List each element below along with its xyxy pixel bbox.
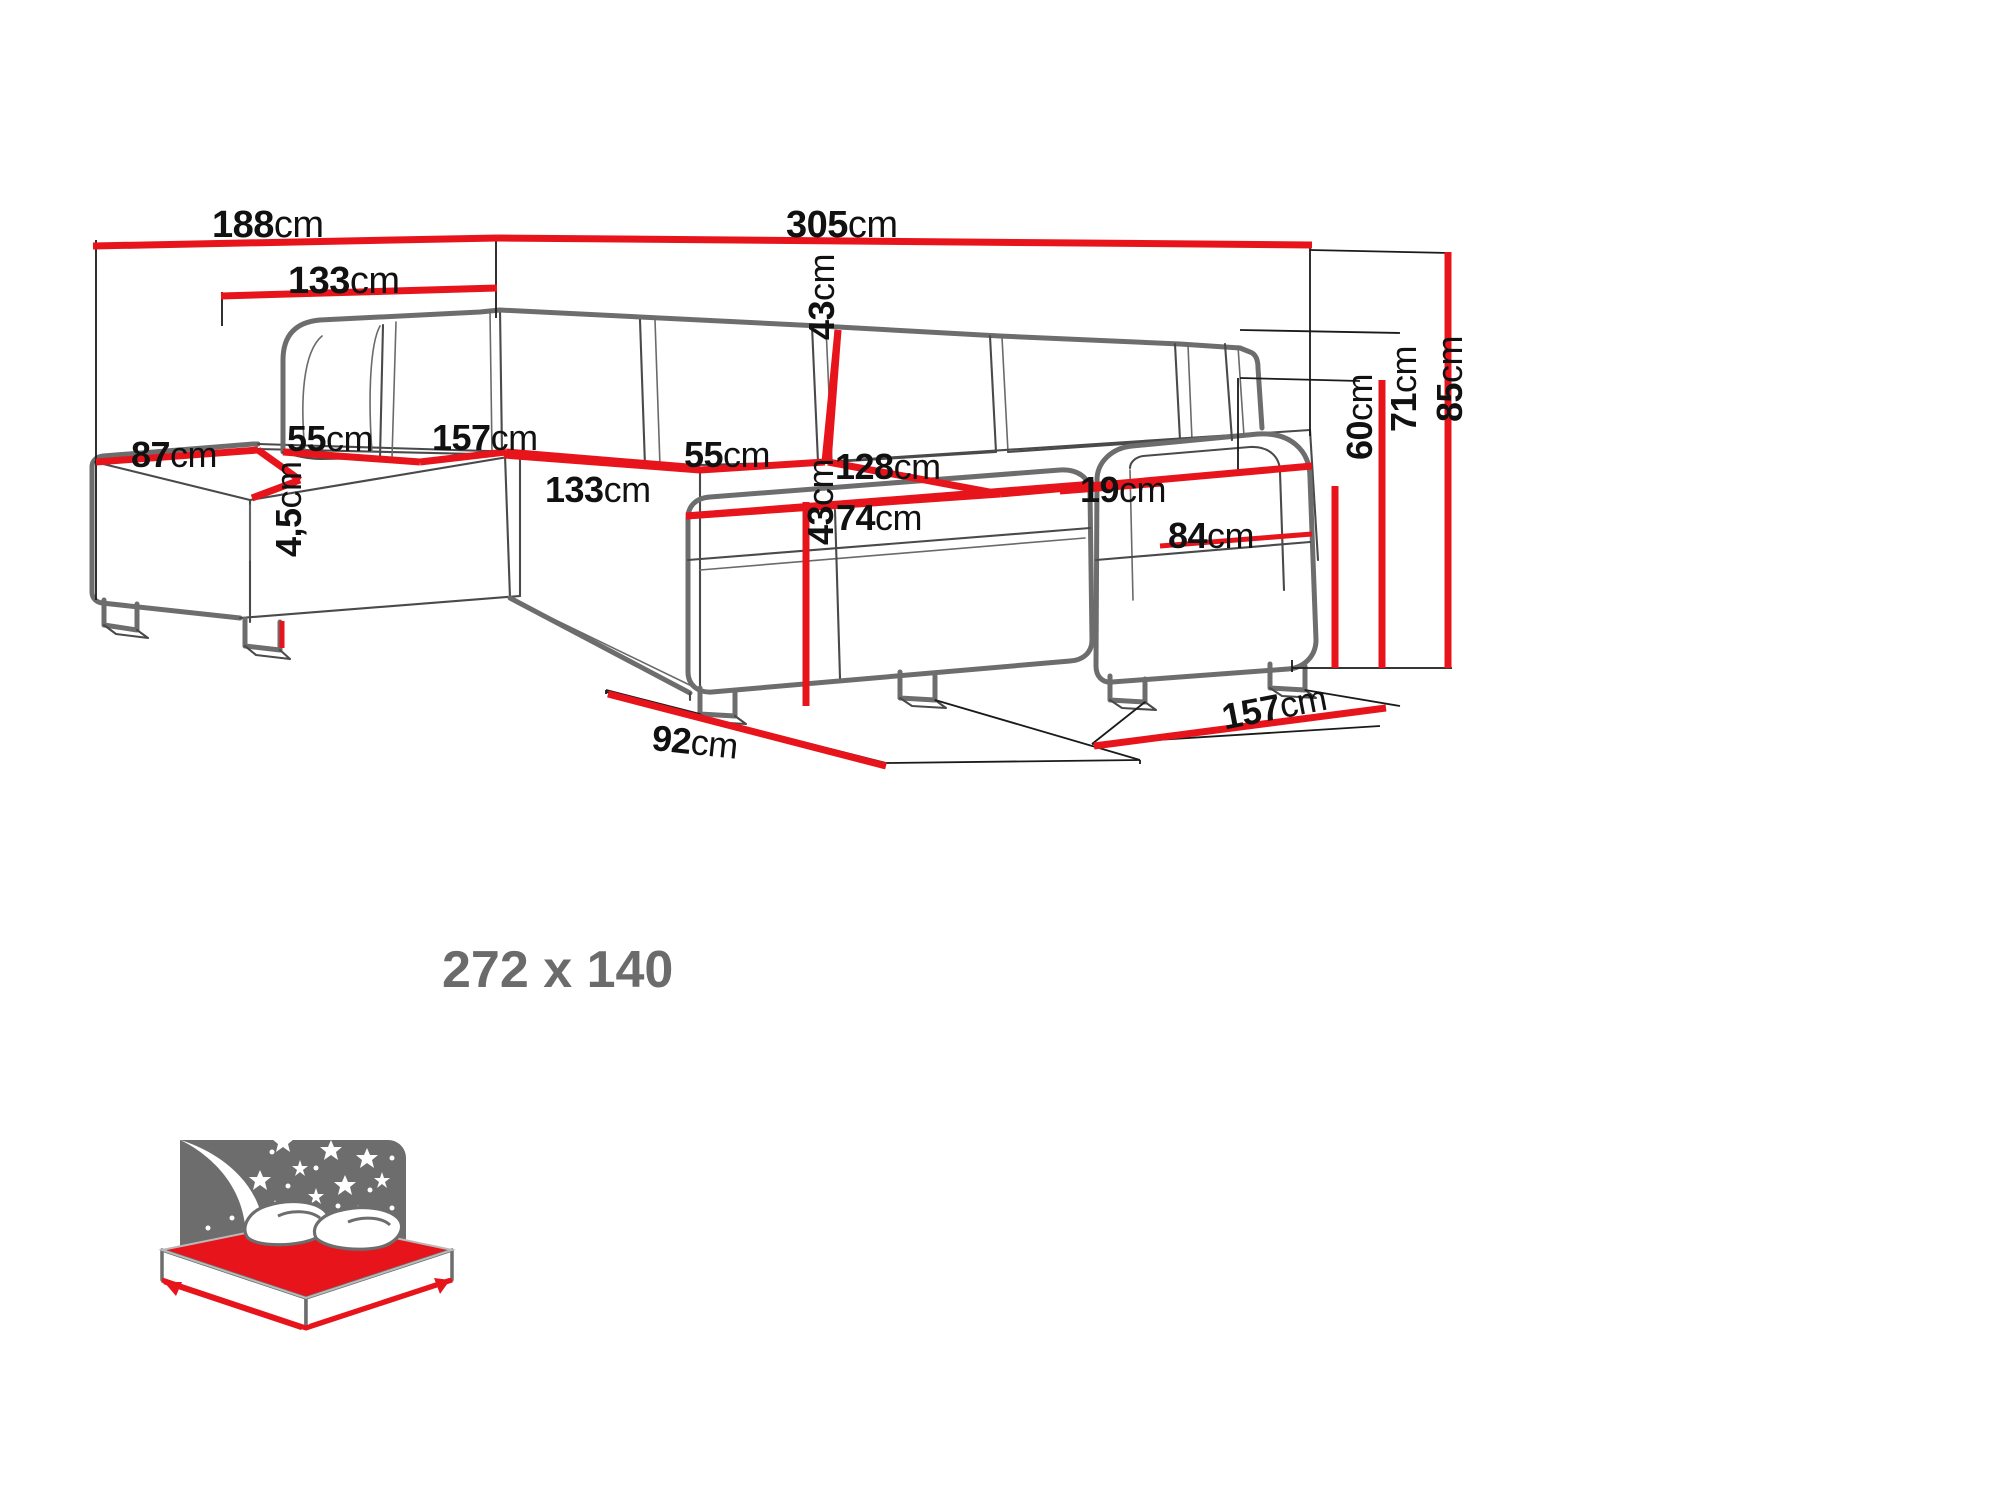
dimension-85cm: 85cm (1429, 335, 1470, 422)
dimension-71cm: 71cm (1383, 345, 1424, 432)
dimension-55cm-left: 55cm (287, 418, 374, 459)
dimension-4-5cm: 4,5cm (268, 461, 309, 557)
pillows (243, 1199, 404, 1251)
dimension-43cm-seat: 43cm (800, 458, 841, 545)
dimension-133cm-top: 133cm (288, 260, 400, 302)
dimension-133cm-corner: 133cm (545, 469, 651, 510)
bed-dimension-arrows (163, 1277, 451, 1331)
dimension-92cm: 92cm (650, 717, 740, 767)
dimension-87cm: 87cm (131, 434, 218, 475)
dimension-84cm: 84cm (1168, 515, 1255, 556)
dimension-188cm: 188cm (212, 204, 324, 246)
dimension-60cm: 60cm (1339, 373, 1380, 460)
left-chaise (89, 441, 522, 661)
dimension-19cm: 19cm (1080, 469, 1167, 510)
red-dimension-lines (92, 234, 1452, 770)
right-arm (1093, 431, 1319, 712)
ottoman-unit (685, 467, 1095, 726)
sleeping-area-label: 272 x 140 (442, 941, 674, 999)
dimension-305cm: 305cm (786, 204, 898, 246)
sofa-illustration (89, 307, 1320, 726)
dimension-157cm-seat: 157cm (432, 417, 538, 458)
dimension-128cm: 128cm (835, 446, 941, 487)
right-back-panel (1223, 342, 1265, 442)
corner-block (503, 453, 693, 702)
dimension-43cm-backrest: 43cm (801, 253, 842, 340)
bed-sleeping-area-icon (158, 1098, 456, 1331)
dimension-74cm: 74cm (836, 497, 923, 538)
backrest-cushions-left (280, 307, 504, 461)
dimension-55cm-mid: 55cm (684, 434, 771, 475)
